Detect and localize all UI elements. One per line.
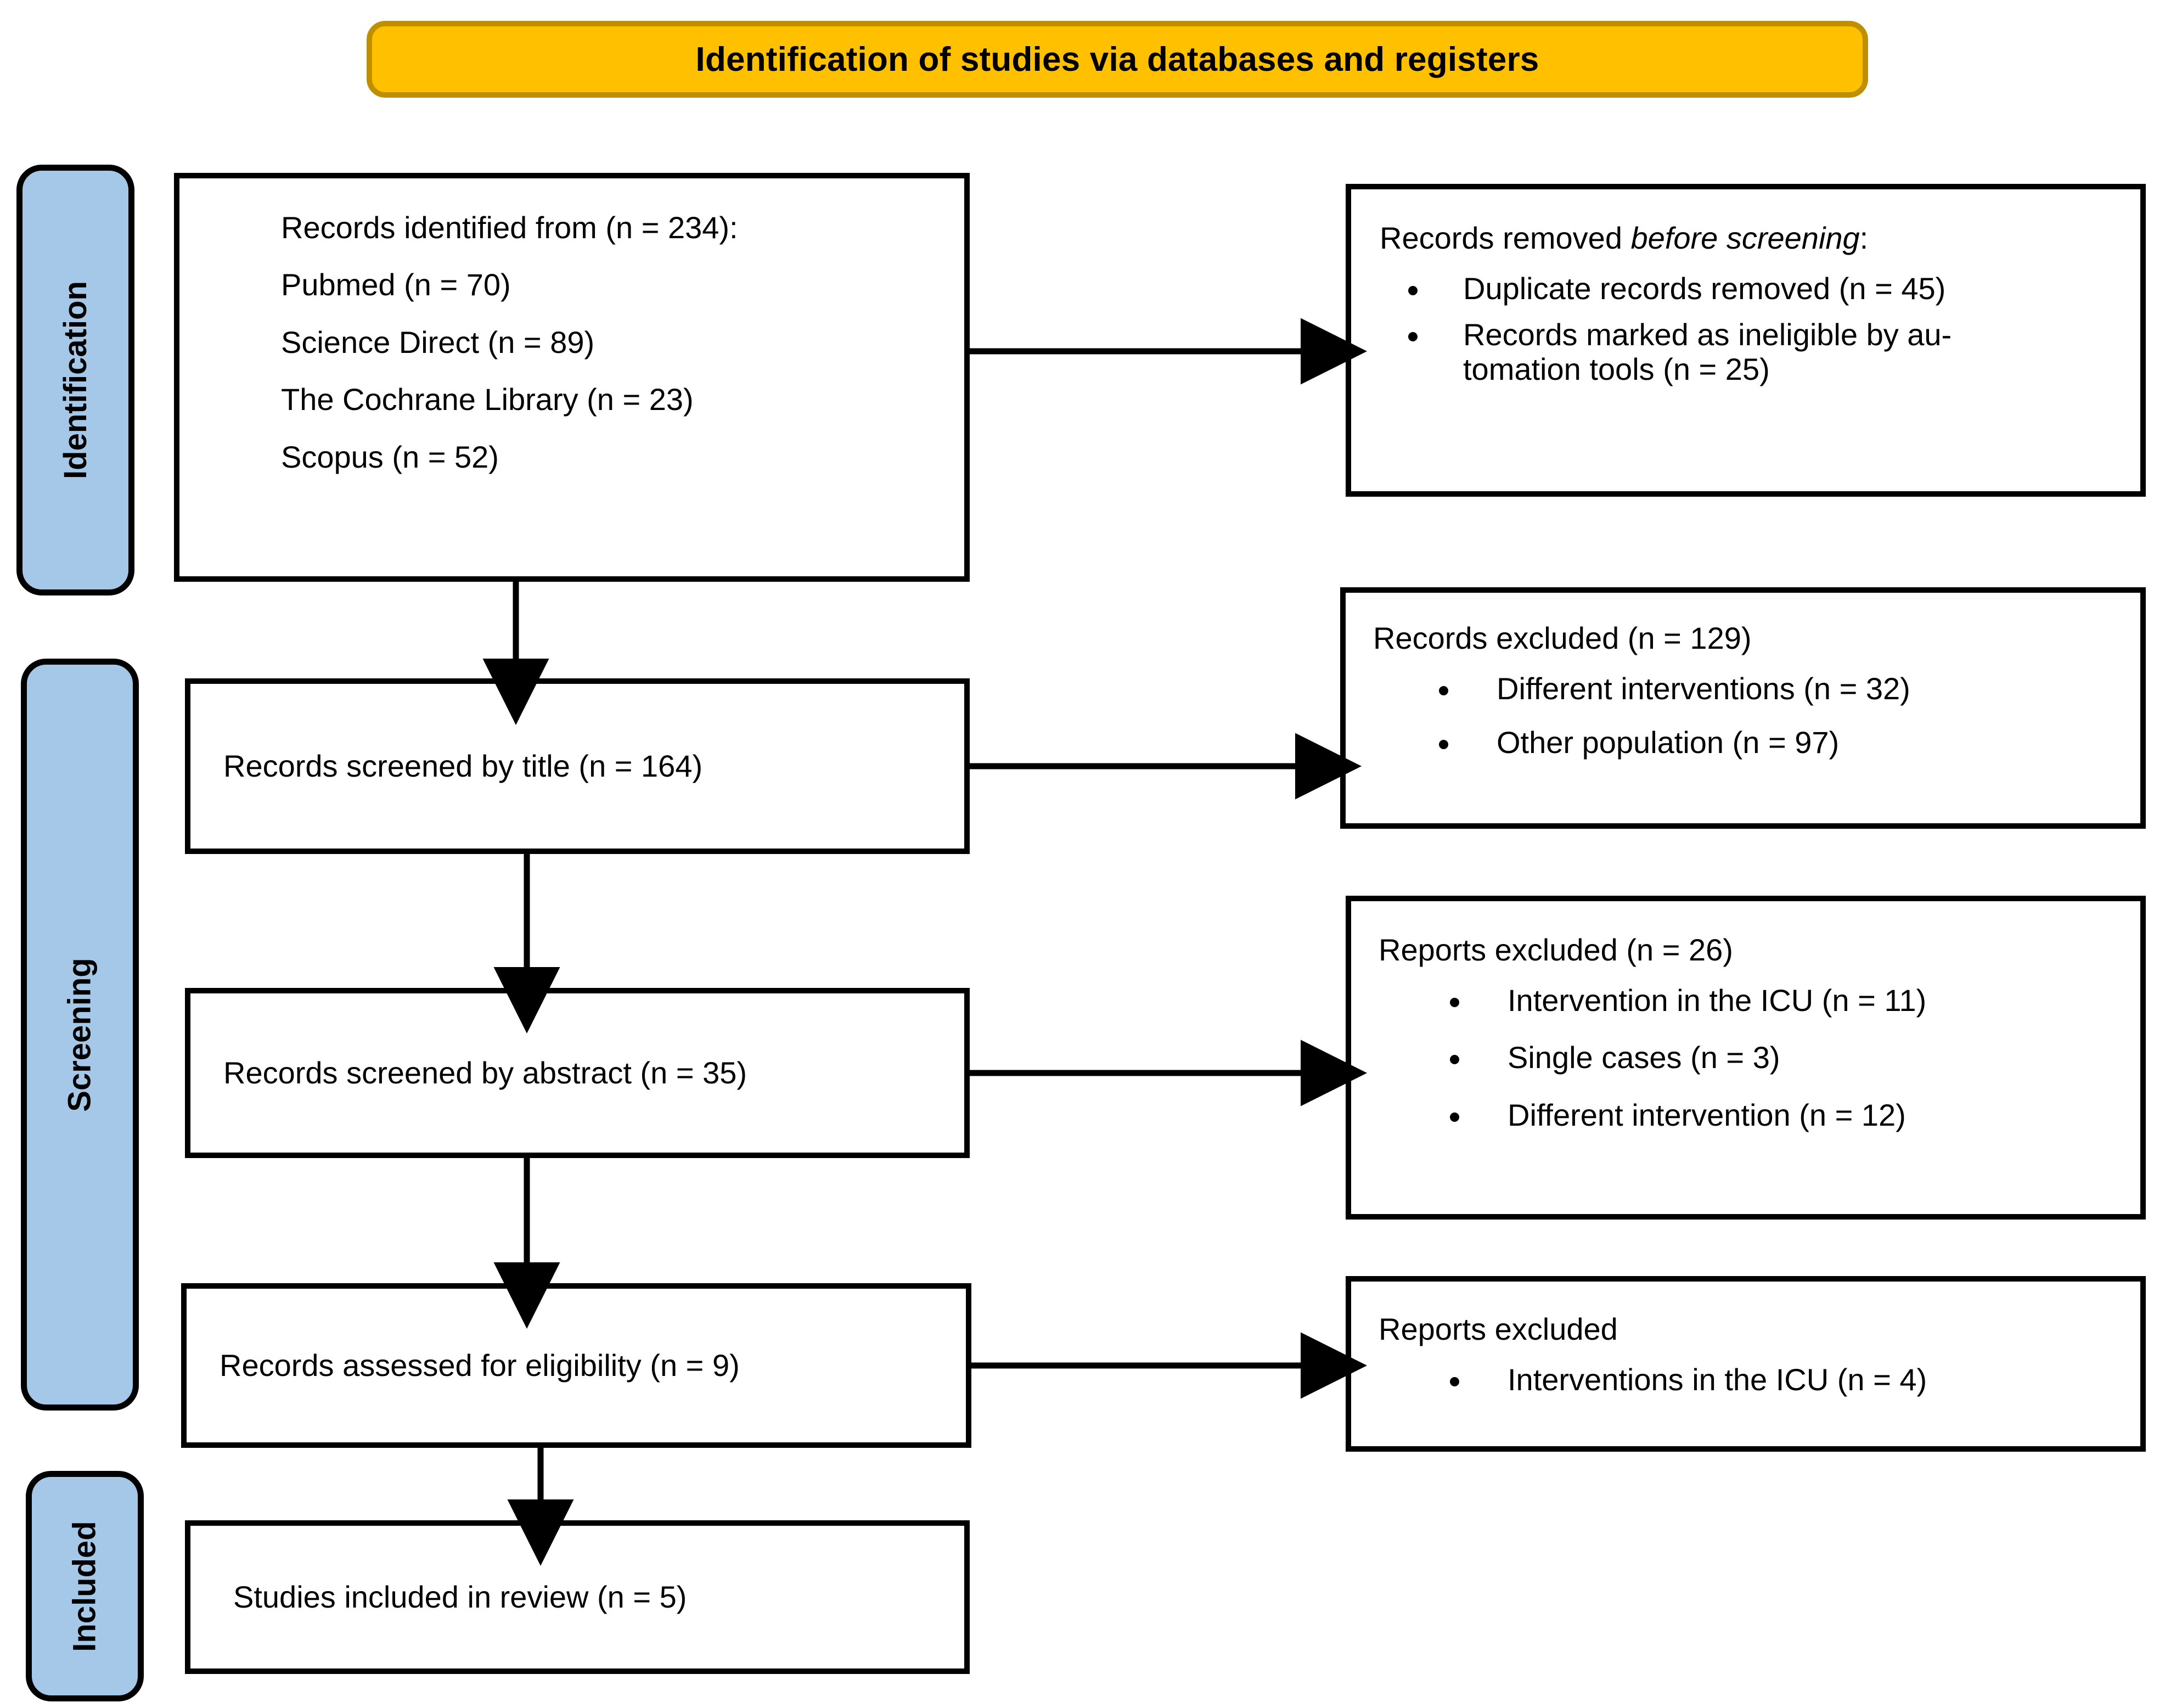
records-eligibility-text: Records assessed for eligibility (n = 9)	[220, 1347, 740, 1383]
source-pubmed: Pubmed (n = 70)	[281, 267, 511, 302]
bullet-ineligible-automation-line2: tomation tools (n = 25)	[1463, 352, 1770, 387]
reports-excluded-icu-bullet-list: Interventions in the ICU (n = 4)	[1379, 1362, 2165, 1397]
records-identified-total: Records identified from (n = 234):	[281, 210, 738, 245]
box-reports-excluded-icu: Reports excluded Interventions in the IC…	[1346, 1276, 2146, 1452]
stage-band-included: Included	[26, 1471, 144, 1701]
bullet-dot-icon	[1450, 1376, 1459, 1386]
reports-excluded-26-bullet-list: Intervention in the ICU (n = 11) Single …	[1379, 982, 2165, 1156]
records-removed-heading-italic: before screening	[1630, 221, 1860, 255]
box-records-identified: Records identified from (n = 234): Pubme…	[174, 173, 970, 582]
bullet-duplicate-records: Duplicate records removed (n = 45)	[1463, 271, 1946, 306]
source-science-direct: Science Direct (n = 89)	[281, 324, 595, 359]
reports-excluded-26-heading: Reports excluded (n = 26)	[1379, 932, 1733, 967]
bullet-ineligible-automation-line1: Records marked as ineligible by au-	[1463, 317, 1952, 352]
list-item: Records marked as ineligible by au- toma…	[1408, 318, 2165, 386]
list-item: Duplicate records removed (n = 45)	[1408, 271, 2165, 306]
records-screened-abstract-text: Records screened by abstract (n = 35)	[223, 1055, 747, 1090]
box-records-screened-by-abstract: Records screened by abstract (n = 35)	[185, 988, 970, 1158]
source-scopus: Scopus (n = 52)	[281, 439, 499, 474]
records-excluded-129-bullet-list: Different interventions (n = 32) Other p…	[1373, 671, 2165, 780]
bullet-dot-icon	[1439, 686, 1448, 695]
bullet-dot-icon	[1450, 1055, 1459, 1065]
records-screened-title-text: Records screened by title (n = 164)	[223, 748, 703, 783]
box-records-assessed-for-eligibility: Records assessed for eligibility (n = 9)	[181, 1283, 971, 1448]
records-removed-heading-prefix: Records removed	[1380, 221, 1631, 255]
list-item: Different interventions (n = 32)	[1439, 671, 2165, 706]
bullet-dot-icon	[1408, 285, 1418, 295]
diagram-title-text: Identification of studies via databases …	[695, 40, 1539, 78]
bullet-different-intervention: Different intervention (n = 12)	[1508, 1098, 1906, 1133]
studies-included-text: Studies included in review (n = 5)	[233, 1579, 687, 1614]
stage-band-identification: Identification	[16, 165, 134, 595]
box-records-excluded-129: Records excluded (n = 129) Different int…	[1340, 587, 2146, 829]
bullet-dot-icon	[1450, 1113, 1459, 1122]
stage-band-screening: Screening	[21, 659, 139, 1411]
bullet-dot-icon	[1408, 332, 1418, 342]
box-studies-included-in-review: Studies included in review (n = 5)	[185, 1520, 970, 1674]
reports-excluded-icu-heading: Reports excluded	[1379, 1312, 1618, 1346]
list-item: Single cases (n = 3)	[1450, 1041, 2165, 1075]
bullet-single-cases: Single cases (n = 3)	[1508, 1040, 1780, 1075]
box-records-screened-by-title: Records screened by title (n = 164)	[185, 678, 970, 854]
bullet-other-population: Other population (n = 97)	[1497, 725, 1840, 760]
diagram-title-banner: Identification of studies via databases …	[367, 21, 1868, 98]
bullet-interventions-in-icu: Interventions in the ICU (n = 4)	[1508, 1362, 1927, 1397]
bullet-dot-icon	[1439, 740, 1448, 750]
box-reports-excluded-26: Reports excluded (n = 26) Intervention i…	[1346, 896, 2146, 1220]
bullet-intervention-in-icu: Intervention in the ICU (n = 11)	[1508, 982, 1927, 1018]
bullet-different-interventions: Different interventions (n = 32)	[1497, 671, 1910, 706]
list-item: Intervention in the ICU (n = 11)	[1450, 982, 2165, 1018]
bullet-dot-icon	[1450, 997, 1459, 1007]
box-records-removed-before-screening: Records removed before screening: Duplic…	[1346, 184, 2146, 497]
list-item: Different intervention (n = 12)	[1450, 1098, 2165, 1133]
records-excluded-129-heading: Records excluded (n = 129)	[1373, 621, 1752, 655]
records-removed-heading: Records removed before screening:	[1380, 221, 2165, 255]
records-removed-bullet-list: Duplicate records removed (n = 45) Recor…	[1380, 271, 2165, 399]
records-removed-heading-suffix: :	[1859, 221, 1869, 255]
list-item: Interventions in the ICU (n = 4)	[1450, 1362, 2165, 1397]
list-item: Other population (n = 97)	[1439, 726, 2165, 760]
source-cochrane-library: The Cochrane Library (n = 23)	[281, 382, 694, 417]
